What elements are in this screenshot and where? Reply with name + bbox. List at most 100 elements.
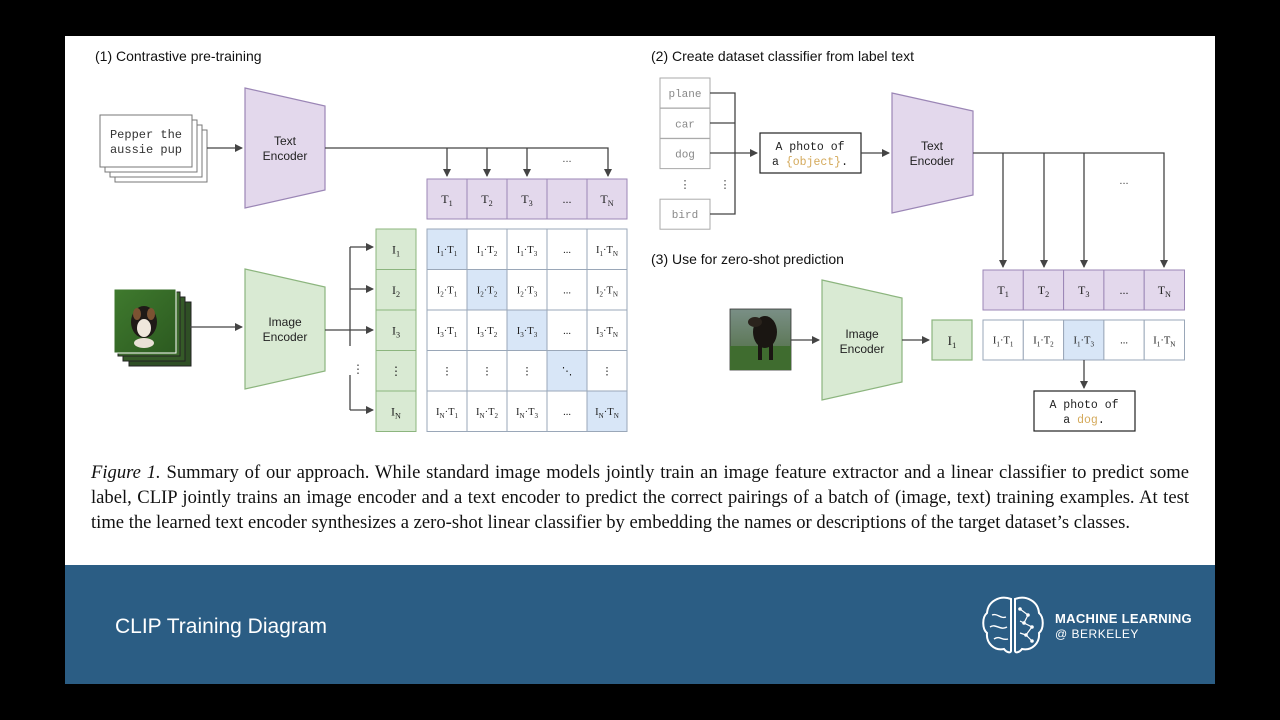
prompt-line2: a {object}. — [772, 156, 848, 169]
panel1-t-cell-5-label: TN​ — [600, 192, 613, 208]
panel2-t-cell-3-label: T3​ — [1078, 283, 1089, 299]
image-encoder-2: Image Encoder — [821, 279, 903, 401]
panel3-product-cell-3-label: I1​·T3​ — [1073, 336, 1094, 349]
matrix-cell-5-5: IN​·TN​ — [586, 390, 628, 432]
panel3-title: (3) Use for zero-shot prediction — [651, 251, 844, 267]
matrix-cell-3-5: I3​·TN​ — [586, 309, 628, 351]
panel1-i-column: I1​ I2​ I3​ ⋮ IN​ — [375, 228, 417, 432]
similarity-matrix: I1​·T1​ I1​·T2​ I1​·T3​... I1​·TN​ I2​·T1​ I2… — [426, 228, 628, 432]
panel1-i-cell-2-label: I2​ — [392, 283, 400, 299]
matrix-cell-4-5-label: ⋮ — [602, 366, 613, 377]
brain-logo-icon — [982, 596, 1044, 654]
matrix-cell-3-5-label: I3​·TN​ — [596, 326, 618, 339]
matrix-cell-2-3: I2​·T3​ — [506, 269, 548, 311]
matrix-cell-1-3-label: I1​·T3​ — [517, 245, 538, 258]
label-item-4-text: ⋮ — [680, 180, 691, 192]
panel1-i-cell-5-label: IN​ — [391, 404, 401, 420]
panel3-products-row: I1​·T1​I1​·T2​I1​·T3​...I1​·TN​ — [982, 319, 1185, 361]
brand-subtitle: @ BERKELEY — [1055, 627, 1139, 641]
matrix-cell-2-5-label: I2​·TN​ — [596, 285, 618, 298]
matrix-cell-3-4: ... — [546, 309, 588, 351]
matrix-cell-4-2: ⋮ — [466, 350, 508, 392]
matrix-cell-5-2-label: IN​·T2​ — [476, 407, 499, 420]
matrix-cell-2-1: I2​·T1​ — [426, 269, 468, 311]
image-encoder-2-line1: Image — [845, 327, 879, 341]
matrix-cell-3-1: I3​·T1​ — [426, 309, 468, 351]
matrix-cell-4-5: ⋮ — [586, 350, 628, 392]
text-encoder-2: Text Encoder — [891, 92, 974, 214]
label-item-1-text: plane — [668, 89, 701, 101]
text-input-line1: Pepper the — [110, 128, 182, 142]
label-item-5: bird — [659, 198, 711, 230]
prompt-template-box: A photo of a {object}. — [759, 132, 862, 174]
clip-diagram: (1) Contrastive pre-training Pepper the … — [95, 48, 1185, 432]
panel1-t-cell-3: T3​ — [506, 178, 548, 220]
panel2-t-cell-2: T2​ — [1022, 269, 1065, 311]
caption-text: Summary of our approach. While standard … — [91, 462, 1189, 533]
matrix-cell-4-2-label: ⋮ — [482, 366, 493, 377]
matrix-cell-1-3: I1​·T3​ — [506, 228, 548, 270]
label-item-2: car — [659, 107, 711, 139]
result-line1: A photo of — [1049, 399, 1118, 412]
matrix-cell-2-3-label: I2​·T3​ — [517, 285, 538, 298]
text-encoder-1-line2: Encoder — [263, 149, 308, 163]
matrix-cell-1-2: I1​·T2​ — [466, 228, 508, 270]
matrix-cell-1-4-label: ... — [563, 245, 571, 256]
panel1-title: (1) Contrastive pre-training — [95, 48, 262, 64]
prompt-line2-prefix: a — [772, 156, 786, 169]
text-encoder-1: Text Encoder — [244, 87, 326, 209]
label-item-3-text: dog — [675, 150, 695, 162]
matrix-cell-4-4-label: ⋱ — [562, 366, 573, 377]
panel3-product-cell-4-label: ... — [1120, 336, 1128, 347]
label-item-5-text: bird — [672, 210, 698, 222]
brand-name: MACHINE LEARNING — [1055, 611, 1192, 626]
matrix-cell-2-5: I2​·TN​ — [586, 269, 628, 311]
panel1-i-cell-4-label: ⋮ — [390, 364, 402, 378]
matrix-cell-2-1-label: I2​·T1​ — [437, 285, 458, 298]
text-encoder-2-line1: Text — [921, 139, 944, 153]
matrix-cell-1-1-label: I1​·T1​ — [437, 245, 458, 258]
caption-label: Figure 1. — [91, 462, 161, 483]
panel2-t-cell-5: TN​ — [1143, 269, 1185, 311]
panel1-i-cell-2: I2​ — [375, 269, 417, 311]
panel2-t-cell-1-label: T1​ — [997, 283, 1008, 299]
panel2-vdots-right: ⋮ — [720, 179, 731, 191]
panel1-i-cell-4: ⋮ — [375, 350, 417, 392]
panel2-dots: ... — [1119, 175, 1128, 187]
matrix-cell-2-4: ... — [546, 269, 588, 311]
panel3-product-cell-1-label: I1​·T1​ — [993, 336, 1014, 349]
test-image — [729, 308, 792, 371]
text-input-line2: aussie pup — [110, 143, 182, 157]
panel1-t-cell-1: T1​ — [426, 178, 468, 220]
footer-bar: CLIP Training Diagram MACHINE LEARNING @… — [65, 565, 1215, 684]
footer-title: CLIP Training Diagram — [115, 615, 328, 638]
panel2-t-cell-5-label: TN​ — [1158, 283, 1171, 299]
label-item-1: plane — [659, 77, 711, 109]
panel1-t-row: T1​T2​T3​...TN​ — [426, 178, 628, 220]
panel1-i-cell-1-label: I1​ — [392, 242, 400, 258]
text-input-stack: Pepper the aussie pup — [99, 114, 208, 183]
panel2-t-cell-4: ... — [1103, 269, 1145, 311]
matrix-cell-5-3: IN​·T3​ — [506, 390, 548, 432]
panel1-i-cell-3-label: I3​ — [392, 323, 400, 339]
image-encoder-1-line2: Encoder — [263, 330, 308, 344]
label-item-3: dog — [659, 138, 711, 170]
matrix-cell-1-2-label: I1​·T2​ — [477, 245, 498, 258]
panel1-t-cell-4: ... — [546, 178, 588, 220]
matrix-cell-5-4: ... — [546, 390, 588, 432]
matrix-cell-3-2-label: I3​·T2​ — [477, 326, 498, 339]
result-line2-suffix: . — [1098, 414, 1105, 427]
prompt-line2-suffix: . — [841, 156, 848, 169]
panel2-t-cell-1: T1​ — [982, 269, 1024, 311]
matrix-cell-2-4-label: ... — [563, 285, 571, 296]
prompt-line1: A photo of — [775, 141, 844, 154]
panel3-product-cell-3: I1​·T3​ — [1063, 319, 1105, 361]
matrix-cell-1-5: I1​·TN​ — [586, 228, 628, 270]
matrix-cell-4-3-label: ⋮ — [522, 366, 533, 377]
panel1-t-cell-1-label: T1​ — [441, 192, 452, 208]
panel1-dots-top: ... — [562, 153, 571, 165]
panel1-i-cell-5: IN​ — [375, 390, 417, 432]
matrix-cell-3-2: I3​·T2​ — [466, 309, 508, 351]
panel1-t-cell-3-label: T3​ — [521, 192, 532, 208]
panel1-t-cell-5: TN​ — [586, 178, 628, 220]
